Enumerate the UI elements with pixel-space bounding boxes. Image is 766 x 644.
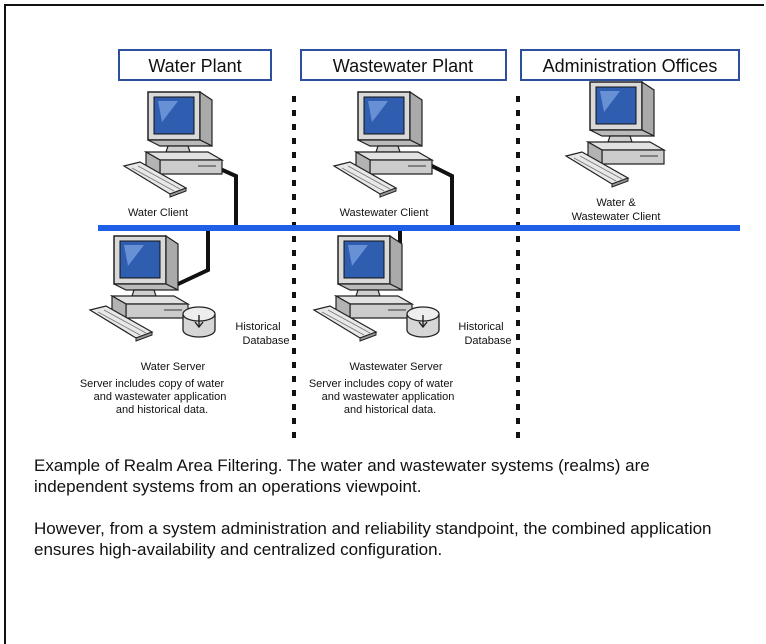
water-client-label: Water Client (128, 207, 188, 219)
admin-client-label-line2: Wastewater Client (572, 211, 661, 223)
water-note-line1: Server includes copy of water (80, 378, 225, 390)
zone-title-box-water (118, 49, 272, 81)
admin-client-label-line1: Water & (596, 197, 636, 209)
caption-paragraph-1: Example of Realm Area Filtering. The wat… (34, 456, 650, 496)
wastewater-note-line1: Server includes copy of water (309, 378, 454, 390)
wastewater-db-label-line2: Database (464, 335, 511, 347)
water-db-label-line1: Historical (235, 321, 280, 333)
zone-title-wastewater: Wastewater Plant (333, 56, 473, 76)
water-server-label: Water Server (141, 361, 206, 373)
zone-title-water: Water Plant (148, 56, 241, 76)
admin-client-computer (565, 81, 665, 188)
water-server-computer (89, 235, 189, 342)
wastewater-note-line3: and historical data. (344, 404, 436, 416)
caption-paragraph-2: However, from a system administration an… (34, 519, 712, 559)
wastewater-client-label: Wastewater Client (340, 207, 429, 219)
water-client-computer (123, 91, 223, 198)
wastewater-client-computer (333, 91, 433, 198)
wastewater-server-computer (313, 235, 413, 342)
wastewater-db-label-line1: Historical (458, 321, 503, 333)
zone-title-box-wastewater (300, 49, 507, 81)
wastewater-server-label: Wastewater Server (349, 361, 442, 373)
wastewater-database-icon (406, 306, 440, 338)
wastewater-note-line2: and wastewater application (322, 391, 455, 403)
water-note-line2: and wastewater application (94, 391, 227, 403)
page-frame (4, 4, 764, 644)
zone-title-box-admin (520, 49, 740, 81)
water-note-line3: and historical data. (116, 404, 208, 416)
zone-title-admin: Administration Offices (543, 56, 718, 76)
water-db-label-line2: Database (242, 335, 289, 347)
realm-network-diagram: Water Plant Wastewater Plant Administrat… (80, 49, 740, 440)
water-database-icon (182, 306, 216, 338)
